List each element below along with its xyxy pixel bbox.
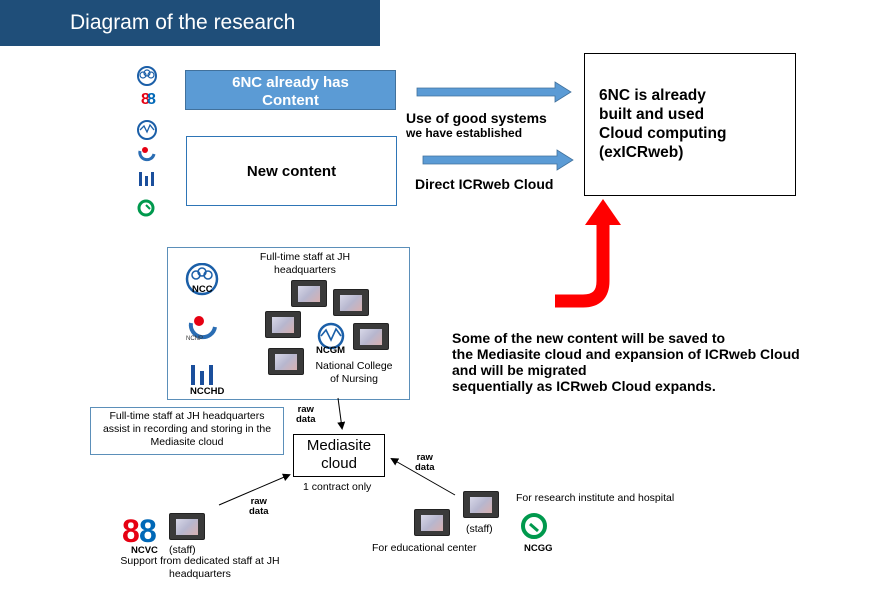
monitor-icon <box>265 311 301 338</box>
ncvc-logo-icon: 8 8 <box>122 514 157 546</box>
page-title: Diagram of the research <box>0 0 380 46</box>
staff-assist-label: Full-time staff at JH headquarters assis… <box>102 410 272 448</box>
monitor-icon <box>291 280 327 307</box>
arrow1-sublabel: we have established <box>406 126 523 140</box>
cloud-computing-label: 6NC is already built and used Cloud comp… <box>599 87 727 161</box>
educational-label: For educational center <box>372 542 477 554</box>
logo-ncc: NCC <box>192 284 213 295</box>
support-label: Support from dedicated staff at JH headq… <box>120 555 280 580</box>
logo-ncchd: NCCHD <box>190 386 225 397</box>
svg-text:8: 8 <box>141 91 150 108</box>
college-label: National College of Nursing <box>315 360 393 385</box>
existing-content-label: 6NC already has Content <box>232 74 349 109</box>
blue-arrows-icon <box>416 81 574 171</box>
nc-logos-icon: 8 8 <box>137 66 157 217</box>
jh-headquarters-box <box>167 247 410 400</box>
monitor-icon <box>414 509 450 536</box>
inner-logos-icon <box>185 263 219 385</box>
ncgg-logo-icon <box>521 513 547 539</box>
monitor-icon <box>268 348 304 375</box>
logo-column: 8 8 <box>134 66 160 218</box>
new-content-label: New content <box>246 163 337 180</box>
red-arrow-icon <box>555 199 621 308</box>
arrow1-label: Use of good systems <box>406 110 547 126</box>
raw-data-label-top: raw data <box>296 404 316 425</box>
logo-ncvc: NCVC <box>131 545 158 556</box>
migration-note: Some of the new content will be saved to… <box>452 330 800 394</box>
logo-ncgg: NCGG <box>524 543 553 554</box>
monitor-icon <box>333 289 369 316</box>
svg-text:8: 8 <box>139 514 157 546</box>
cloud-computing-box: 6NC is already built and used Cloud comp… <box>584 53 796 196</box>
logo-ncgm: NCGM <box>316 345 346 356</box>
contract-label: 1 contract only <box>303 481 372 493</box>
mediasite-cloud-label: Mediasite cloud <box>306 437 372 472</box>
staff-label-right: (staff) <box>466 523 493 535</box>
monitor-icon <box>353 323 389 350</box>
staff-assist-box: Full-time staff at JH headquarters assis… <box>90 407 284 455</box>
monitor-icon <box>169 513 205 540</box>
existing-content-box: 6NC already has Content <box>185 70 396 110</box>
research-label: For research institute and hospital <box>516 492 675 504</box>
new-content-box: New content <box>186 136 397 206</box>
logo-ncnp: NCNP <box>186 336 204 342</box>
ncgm-logo-icon <box>317 322 345 350</box>
mediasite-cloud-box: Mediasite cloud <box>293 434 385 477</box>
monitor-icon <box>463 491 499 518</box>
inner-staff-title: Full-time staff at JH headquarters <box>259 251 351 276</box>
raw-data-label-left: raw data <box>249 496 269 517</box>
raw-data-label-right: raw data <box>415 452 435 473</box>
staff-label-left: (staff) <box>169 544 196 556</box>
arrow2-label: Direct ICRweb Cloud <box>415 176 554 192</box>
svg-text:8: 8 <box>122 514 140 546</box>
svg-text:8: 8 <box>147 91 156 108</box>
